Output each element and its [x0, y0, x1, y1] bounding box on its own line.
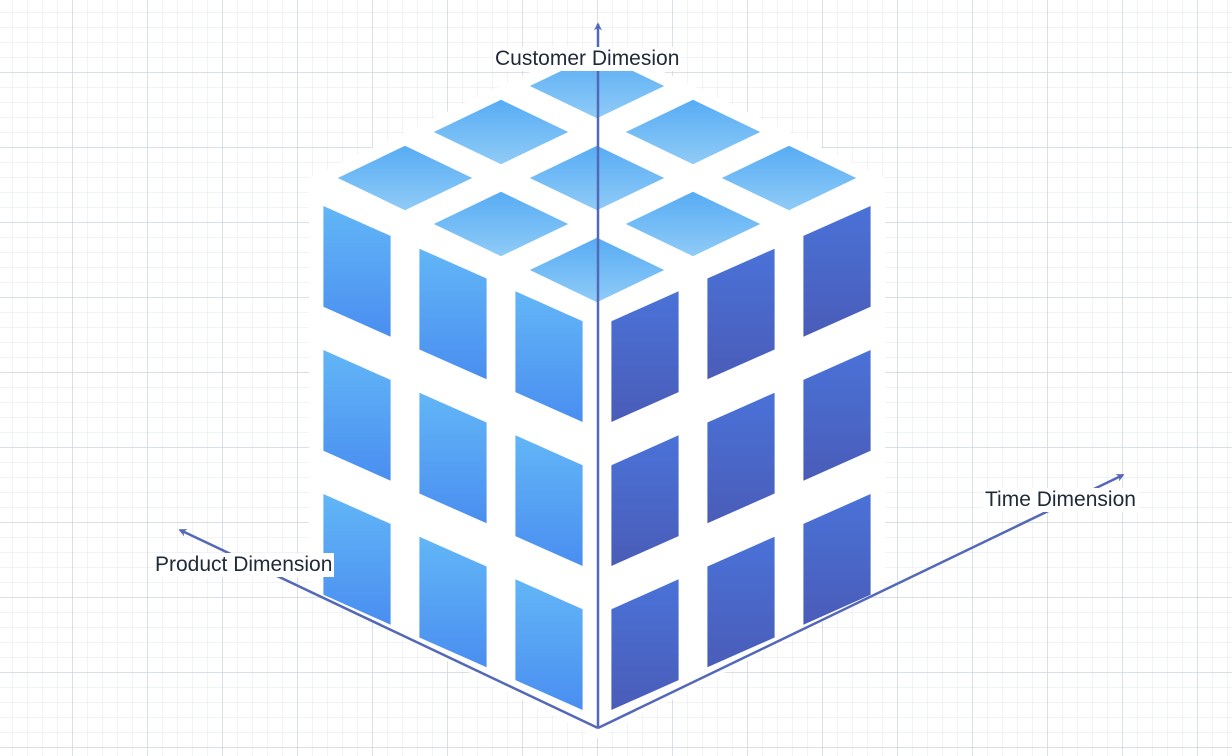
right-tile: [611, 291, 679, 422]
product-dimension-label: Product Dimension: [153, 553, 335, 577]
right-tile: [803, 206, 871, 337]
right-tile: [707, 536, 775, 668]
top-tile: [337, 145, 473, 211]
right-tile: [707, 248, 775, 380]
top-tile: [433, 99, 569, 165]
left-tile: [323, 494, 391, 625]
time-axis-line: [597, 473, 1125, 730]
top-tile: [721, 145, 857, 211]
right-tile: [803, 350, 871, 481]
left-tile: [419, 248, 487, 380]
right-tile: [707, 392, 775, 524]
top-tile: [625, 191, 761, 257]
cube-right-face: [611, 206, 871, 710]
cube-left-face: [323, 206, 583, 710]
right-tile: [611, 579, 679, 710]
left-tile: [323, 206, 391, 337]
right-tile: [803, 494, 871, 625]
top-tile: [625, 99, 761, 165]
left-tile: [323, 350, 391, 481]
time-dimension-label: Time Dimension: [983, 488, 1138, 512]
left-tile: [515, 291, 583, 422]
right-tile: [611, 435, 679, 566]
left-tile: [419, 536, 487, 668]
customer-dimension-label: Customer Dimesion: [493, 47, 682, 71]
top-tile: [433, 191, 569, 257]
left-tile: [419, 392, 487, 524]
left-tile: [515, 435, 583, 566]
left-tile: [515, 579, 583, 710]
